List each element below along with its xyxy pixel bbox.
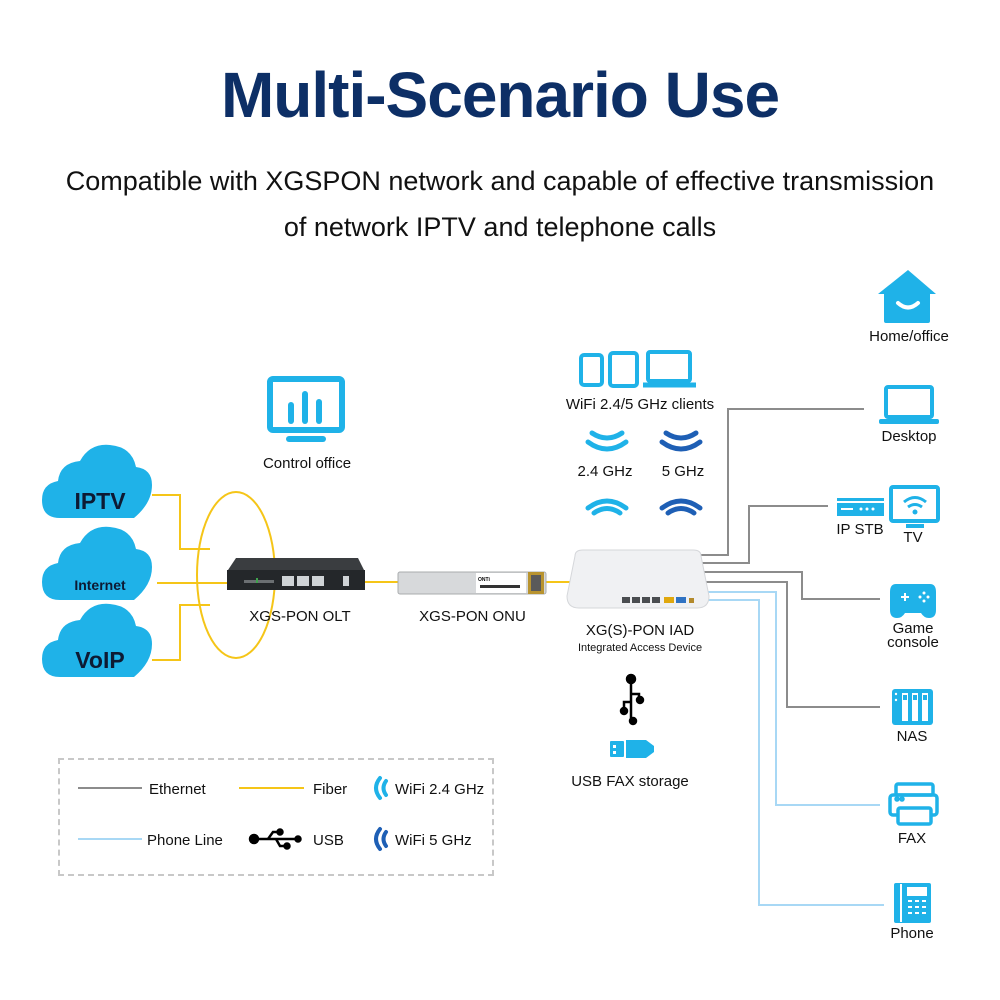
usb-icon: [619, 673, 645, 726]
laptop-icon: [646, 350, 692, 383]
monitor-chart-icon: [267, 376, 345, 442]
cloud-internet: Internet: [42, 526, 152, 600]
phone-line-phone: [705, 599, 884, 906]
fax-label: FAX: [897, 830, 927, 847]
page-title: Multi-Scenario Use: [220, 59, 780, 131]
home-office-label: Home/office: [869, 328, 949, 345]
wifi-5-bottom: [659, 498, 703, 516]
game-console-label: Game console: [870, 620, 956, 651]
ethernet-links: [700, 408, 880, 708]
onu-device: ONTi: [397, 571, 547, 595]
svg-text:ONTi: ONTi: [478, 577, 490, 583]
home-icon: [878, 270, 936, 323]
iad-device: [566, 549, 710, 609]
wifi-24-label: 2.4 GHz: [577, 463, 633, 480]
cloud-iptv: IPTV: [42, 444, 152, 518]
legend-fiber-label: Fiber: [313, 781, 348, 798]
desktop-label: Desktop: [881, 428, 937, 445]
phone-icon: [894, 883, 931, 923]
ethernet-nas: [705, 581, 880, 708]
cloud-icon: [42, 603, 152, 677]
iad-label: XG(S)-PON IAD: [585, 622, 695, 639]
fiber-iptv: [152, 494, 210, 550]
wifi-clients-label: WiFi 2.4/5 GHz clients: [565, 396, 715, 413]
gamepad-icon: [890, 584, 936, 618]
phone-label: Phone: [890, 925, 934, 942]
wifi-24-icon: [374, 776, 388, 800]
cloud-icon: [42, 526, 152, 600]
legend-ethernet-label: Ethernet: [149, 781, 206, 798]
cloud-label: VoIP: [75, 647, 124, 673]
wifi-5-label: 5 GHz: [661, 463, 705, 480]
laptop-icon: [879, 385, 939, 424]
cloud-label: IPTV: [74, 488, 126, 514]
usb-drive-icon: [610, 740, 654, 758]
legend-wifi-24-label: WiFi 2.4 GHz: [395, 781, 485, 798]
legend-usb-label: USB: [313, 832, 344, 849]
wifi-24-bottom: [585, 498, 629, 516]
olt-device: [227, 558, 365, 590]
tv-label: TV: [903, 529, 923, 546]
subtitle-line-2: of network IPTV and telephone calls: [283, 212, 717, 242]
wifi-clients-icons: [579, 350, 696, 388]
nas-label: NAS: [896, 728, 928, 745]
tablet-icon: [608, 351, 639, 388]
tv-icon: [889, 485, 940, 528]
ethernet-desktop: [700, 408, 864, 556]
legend: Ethernet Fiber WiFi 2.4 GHz Phone Line U…: [58, 758, 494, 876]
cloud-label: Internet: [74, 577, 126, 593]
legend-symbols: [78, 776, 388, 851]
wifi-5-icon: [374, 827, 388, 851]
subtitle-line-1: Compatible with XGSPON network and capab…: [65, 166, 935, 196]
fiber-voip: [152, 604, 210, 661]
control-office-label: Control office: [262, 455, 352, 472]
game-console-label-line2: console: [887, 634, 939, 651]
phone-links: [705, 591, 884, 906]
cloud-voip: VoIP: [42, 603, 152, 677]
onu-label: XGS-PON ONU: [419, 608, 526, 625]
legend-wifi-5-label: WiFi 5 GHz: [395, 832, 472, 849]
phone-line-fax: [705, 591, 880, 806]
ethernet-game: [703, 571, 880, 600]
nas-icon: [892, 689, 933, 725]
ip-stb-label: IP STB: [836, 521, 884, 538]
game-console-label-line1: Game: [892, 620, 934, 637]
legend-phone-line-label: Phone Line: [147, 832, 223, 849]
usb-icon: [248, 828, 302, 850]
printer-icon: [888, 782, 939, 826]
usb-fax-storage-label: USB FAX storage: [571, 773, 689, 790]
set-top-box-icon: [837, 498, 884, 516]
wifi-24-top: [585, 430, 629, 452]
smartphone-icon: [579, 353, 604, 387]
wifi-5-top: [659, 430, 703, 452]
olt-label: XGS-PON OLT: [249, 608, 351, 625]
ethernet-stb: [700, 505, 828, 564]
iad-sublabel: Integrated Access Device: [577, 642, 703, 654]
cloud-icon: [42, 444, 152, 518]
